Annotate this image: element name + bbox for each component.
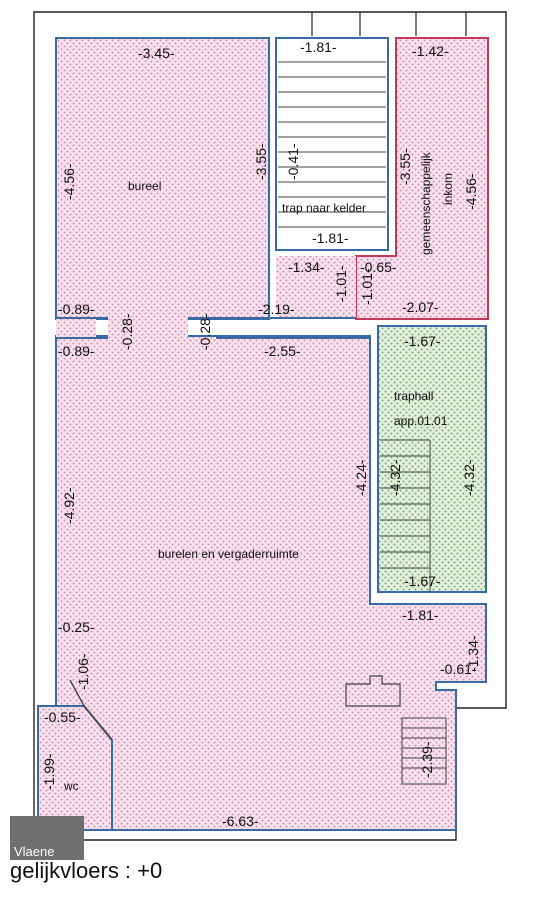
dim-label: -4.32- bbox=[387, 459, 403, 496]
company-logo: Vlaene bbox=[10, 816, 84, 860]
room-label-app: app.01.01 bbox=[394, 414, 448, 428]
wc-door-swing bbox=[69, 679, 113, 741]
room-label-burelen: burelen en vergaderruimte bbox=[158, 547, 299, 561]
dim-label: -2.19- bbox=[258, 301, 295, 317]
dim-label: -0.89- bbox=[58, 301, 95, 317]
dim-label: -1.42- bbox=[412, 43, 449, 59]
dim-label: -6.63- bbox=[222, 813, 259, 829]
dim-label: -0.61- bbox=[440, 661, 477, 677]
dim-label: -0.25- bbox=[58, 619, 95, 635]
room-trap-kelder bbox=[275, 37, 389, 251]
dim-label: -4.24- bbox=[353, 459, 369, 496]
stair-treads-traphall bbox=[380, 439, 431, 592]
room-wc bbox=[37, 705, 113, 831]
dim-label: -1.01- bbox=[359, 268, 375, 305]
room-label-wc: wc bbox=[63, 779, 79, 793]
dim-label: -1.81- bbox=[312, 230, 349, 246]
room-bureel bbox=[55, 37, 270, 320]
dim-label: -0.65- bbox=[360, 259, 397, 275]
dim-label: -2.39- bbox=[419, 741, 435, 778]
dim-label: -1.34- bbox=[465, 635, 481, 672]
dim-label: -4.56- bbox=[463, 173, 479, 210]
dim-label: -0.41- bbox=[285, 143, 301, 180]
wall-notch bbox=[345, 675, 401, 707]
dim-label: -1.34- bbox=[288, 259, 325, 275]
dim-label: -0.55- bbox=[44, 709, 81, 725]
room-traphall bbox=[377, 325, 487, 593]
dim-label: -3.55- bbox=[397, 148, 413, 185]
dim-label: -1.81- bbox=[402, 607, 439, 623]
logo-text: Vlaene bbox=[14, 844, 55, 859]
dim-label: -0.28- bbox=[119, 313, 135, 350]
room-label-inkom: inkom bbox=[441, 173, 455, 205]
dim-label: -4.32- bbox=[461, 459, 477, 496]
dim-label: -1.99- bbox=[41, 753, 57, 790]
room-label-traphall: traphall bbox=[394, 389, 433, 403]
dim-label: -2.07- bbox=[402, 299, 439, 315]
room-label-bureel: bureel bbox=[128, 179, 161, 193]
floor-label: gelijkvloers : +0 bbox=[10, 858, 163, 883]
dim-label: -4.92- bbox=[61, 487, 77, 524]
dim-label: -1.06- bbox=[75, 653, 91, 690]
stair-treads-kelder bbox=[278, 61, 386, 228]
dim-label: -0.28- bbox=[197, 313, 213, 350]
dim-label: -1.67- bbox=[404, 573, 441, 589]
room-label-gemeenschappelijk: gemeenschappelijk bbox=[419, 151, 433, 255]
wall-ticks bbox=[311, 12, 467, 36]
dim-label: -1.81- bbox=[300, 39, 337, 55]
dim-label: -2.55- bbox=[264, 343, 301, 359]
dim-label: -1.01- bbox=[333, 265, 349, 302]
dim-label: -1.67- bbox=[404, 333, 441, 349]
dim-label: -0.89- bbox=[58, 343, 95, 359]
dim-label: -3.45- bbox=[138, 45, 175, 61]
room-label-trap-kelder: trap naar kelder bbox=[282, 201, 366, 215]
dim-label: -3.55- bbox=[253, 143, 269, 180]
room-hall-small bbox=[276, 256, 356, 319]
stair-treads-bottom bbox=[401, 717, 447, 785]
dim-label: -4.56- bbox=[61, 163, 77, 200]
